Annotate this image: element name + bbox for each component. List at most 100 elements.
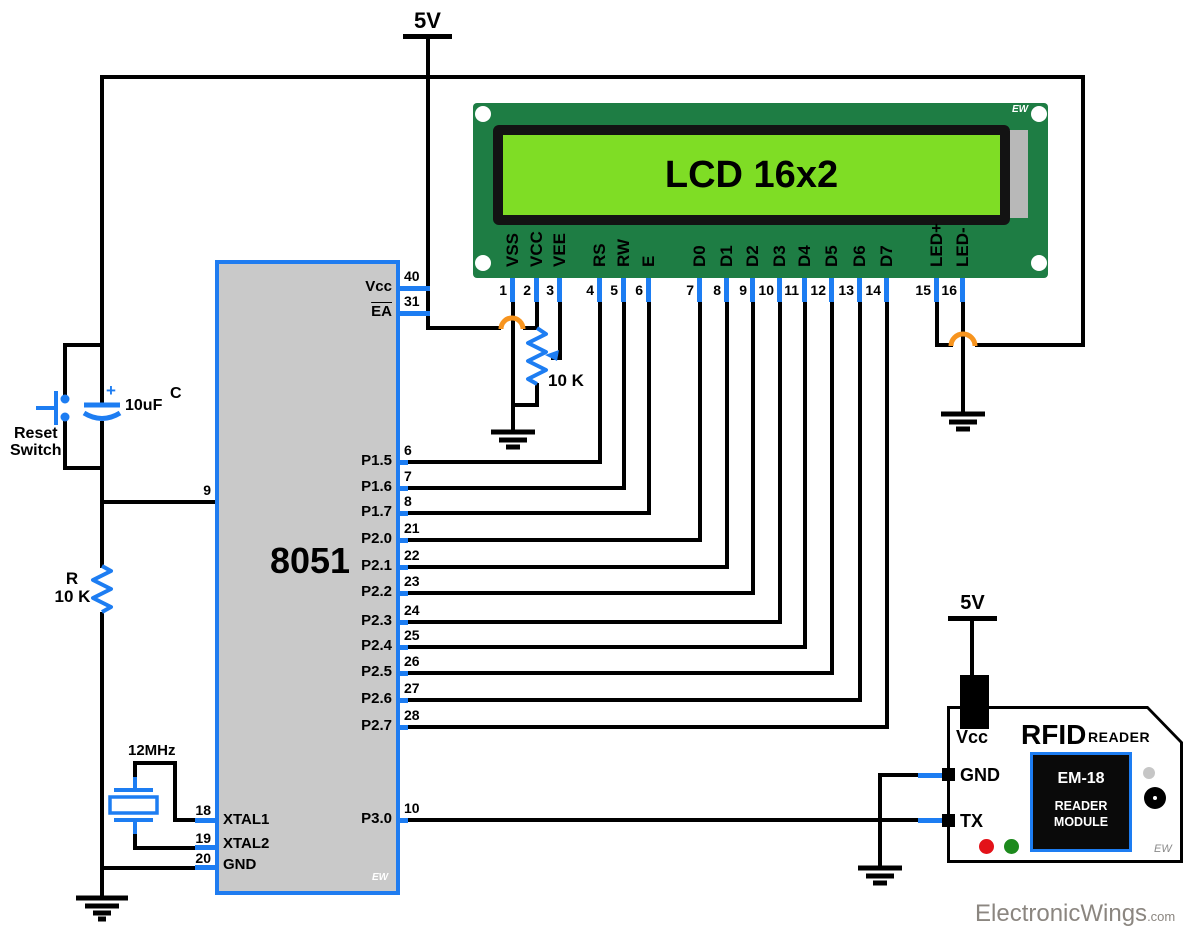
lcd-pinnum-15: 15 [915, 282, 931, 298]
wire-xtal-top-stem [133, 761, 137, 779]
wire-vss-down [511, 298, 515, 432]
mcu-pinnum-6: 6 [404, 442, 412, 458]
wire-e-h [402, 511, 651, 515]
rfid-module-line2: READER [1054, 799, 1108, 813]
lcd-pinnum-4: 4 [586, 282, 594, 298]
lcd-pinnum-16: 16 [941, 282, 957, 298]
mcu-pinnum-31: 31 [404, 293, 420, 309]
wire-d1-v [725, 298, 729, 569]
lcd-title: LCD 16x2 [664, 154, 839, 196]
wire-reset-vert-a [63, 343, 67, 396]
stub-gnd20 [195, 865, 219, 870]
wire-wiper [551, 356, 562, 360]
mcu-8051-body [215, 260, 400, 895]
stub-xtal1 [195, 818, 219, 823]
mcu-pinnum-22: 22 [404, 547, 420, 563]
mcu-pinnum-26: 26 [404, 653, 420, 669]
stub-lcd-5 [621, 276, 626, 302]
wire-reset-vert-b [63, 419, 67, 470]
wire-tx [402, 818, 920, 822]
wire-xtal-right-v [173, 761, 177, 822]
rfid-buzzer-hole [1153, 796, 1157, 800]
wire-rfid-gnd-h [878, 773, 920, 777]
wire-hop [498, 315, 978, 347]
capacitor-10uf [82, 402, 122, 421]
ground-symbol-led [941, 411, 985, 432]
lcd-pin-rw: RW [614, 238, 633, 267]
cap-value-label: 10uF [125, 397, 163, 414]
pot-value-label: 10 K [548, 371, 584, 390]
wire-d5-h [402, 671, 834, 675]
wire-rw-h [402, 486, 626, 490]
rfid-tx-label: TX [960, 811, 984, 831]
stub-lcd-9 [750, 276, 755, 302]
lcd-pinnum-3: 3 [546, 282, 554, 298]
stub-lcd-11 [802, 276, 807, 302]
stub-lcd-4 [597, 276, 602, 302]
lcd-hole-tl [475, 106, 491, 122]
mcu-pin-p23: P2.3 [361, 612, 392, 629]
stub-p15 [398, 460, 408, 465]
rfid-led-green [1004, 839, 1019, 854]
mcu-pinnum-23: 23 [404, 573, 420, 589]
mcu-pinnum-20: 20 [195, 850, 211, 866]
mcu-pin-p15: P1.5 [361, 452, 392, 469]
stub-p16 [398, 486, 408, 491]
wire-ledplus-v [935, 298, 939, 347]
mcu-pinnum-40: 40 [404, 268, 420, 284]
ground-symbol-main [76, 895, 128, 922]
mcu-pin-gnd: GND [223, 856, 257, 873]
footer-brand: ElectronicWings.com [975, 900, 1175, 928]
wire-rs-v [598, 298, 602, 464]
lcd-pinnum-6: 6 [635, 282, 643, 298]
stub-lcd-13 [857, 276, 862, 302]
lcd-contrast-tab [1006, 130, 1028, 218]
wire-d4-v [803, 298, 807, 649]
wire-mcu-ea31 [398, 311, 430, 316]
stub-p30 [398, 818, 408, 823]
lcd-pin-ledplus: LED+ [927, 223, 946, 267]
lcd-pinnum-5: 5 [610, 282, 618, 298]
lcd-pin-d3: D3 [770, 245, 789, 267]
mcu-name: 8051 [269, 540, 351, 581]
lcd-watermark: EW [1012, 104, 1029, 115]
wire-left-vertical-b [100, 421, 104, 568]
wire-pin9 [102, 500, 219, 504]
wire-xtal-top-h [133, 761, 177, 765]
wire-vee-down [558, 298, 562, 360]
wire-mcu-vcc40 [398, 286, 430, 291]
lcd-pinnum-1: 1 [499, 282, 507, 298]
rfid-title: RFID [1021, 719, 1087, 750]
lcd-pinnum-2: 2 [523, 282, 531, 298]
wire-d4-h [402, 645, 807, 649]
rfid-status-led-gray [1143, 767, 1155, 779]
wire-d6-v [858, 298, 862, 702]
stub-lcd-15 [934, 276, 939, 302]
rfid-led-red [979, 839, 994, 854]
mcu-pin-p30: P3.0 [361, 810, 392, 827]
rfid-module-box [1030, 752, 1132, 852]
res-ref-label: R [65, 569, 79, 588]
wire-left-vertical-c [100, 612, 104, 900]
wire-d2-v [751, 298, 755, 595]
resistor-r-10k [91, 564, 113, 614]
lcd-pin-d2: D2 [743, 245, 762, 267]
stub-p25 [398, 671, 408, 676]
stub-p26 [398, 698, 408, 703]
mcu-pinnum-7: 7 [404, 468, 412, 484]
wire-xtal-bot-stem [133, 832, 137, 850]
mcu-pin-p26: P2.6 [361, 690, 392, 707]
lcd-pin-d1: D1 [717, 245, 736, 267]
cap-ref-label: C [170, 385, 182, 402]
stub-lcd-16 [960, 276, 965, 302]
lcd-pinnum-11: 11 [784, 282, 799, 298]
mcu-pin-p25: P2.5 [361, 663, 392, 680]
wire-d7-h [402, 725, 889, 729]
wire-right-vertical [1081, 75, 1085, 347]
mcu-pinnum-10: 10 [404, 800, 420, 816]
lcd-pin-e: E [639, 255, 658, 267]
main-5v-label: 5V [414, 8, 441, 33]
rfid-vcc-label: Vcc [956, 727, 989, 747]
lcd-pin-d4: D4 [795, 245, 814, 267]
wire-pot-bottom-v [535, 383, 539, 407]
